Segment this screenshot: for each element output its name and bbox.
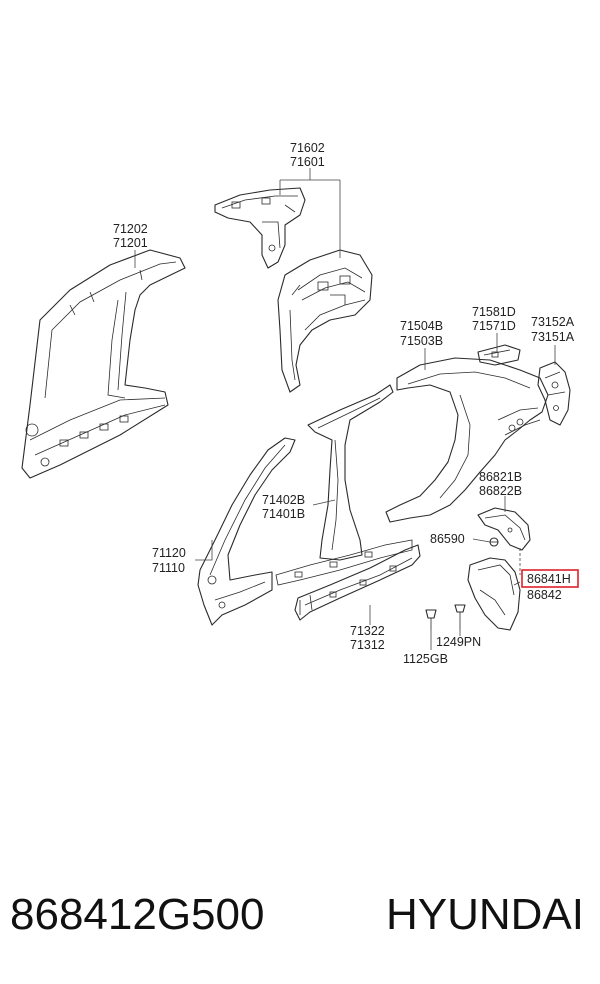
screw-1249pn xyxy=(454,604,466,630)
label-71401b: 71401B xyxy=(262,507,305,521)
label-71602: 71602 xyxy=(290,141,325,155)
label-73151a: 73151A xyxy=(531,330,575,344)
label-71322: 71322 xyxy=(350,624,385,638)
label-71110: 71110 xyxy=(152,561,185,575)
label-71202: 71202 xyxy=(113,222,148,236)
label-86590: 86590 xyxy=(430,532,465,546)
brand-name: HYUNDAI xyxy=(385,890,584,939)
wheel-guard xyxy=(477,507,531,551)
label-86842: 86842 xyxy=(527,588,562,602)
label-71402b: 71402B xyxy=(262,493,305,507)
hinge-bracket xyxy=(537,361,571,426)
label-73152a: 73152A xyxy=(531,315,575,329)
part-number: 868412G500 xyxy=(10,890,265,939)
highlight-box-86841h xyxy=(521,569,579,588)
rocker-panel xyxy=(294,544,421,621)
front-pillar xyxy=(197,437,296,626)
small-bracket xyxy=(477,344,521,366)
label-71571d: 71571D xyxy=(472,319,516,333)
label-71120: 71120 xyxy=(152,546,186,560)
leader-lines xyxy=(134,168,556,650)
label-71504b: 71504B xyxy=(400,319,443,333)
label-71503b: 71503B xyxy=(400,334,443,348)
label-1125gb: 1125GB xyxy=(403,652,448,666)
clip-86590 xyxy=(489,537,499,547)
upper-rear-bracket xyxy=(214,187,306,269)
label-71201: 71201 xyxy=(113,236,148,250)
label-1249pn: 1249PN xyxy=(436,635,481,649)
label-71581d: 71581D xyxy=(472,305,516,319)
label-86822b: 86822B xyxy=(479,484,522,498)
label-86821b: 86821B xyxy=(479,470,522,484)
label-71312: 71312 xyxy=(350,638,385,652)
screw-1125gb xyxy=(425,609,437,630)
quarter-panel xyxy=(385,357,549,523)
rear-wheelhouse-inner xyxy=(277,249,373,393)
mud-guard xyxy=(467,548,521,631)
side-outer-frame xyxy=(21,249,186,479)
label-86841h: 86841H xyxy=(527,572,571,586)
center-pillar xyxy=(275,384,413,586)
label-71601: 71601 xyxy=(290,155,325,169)
